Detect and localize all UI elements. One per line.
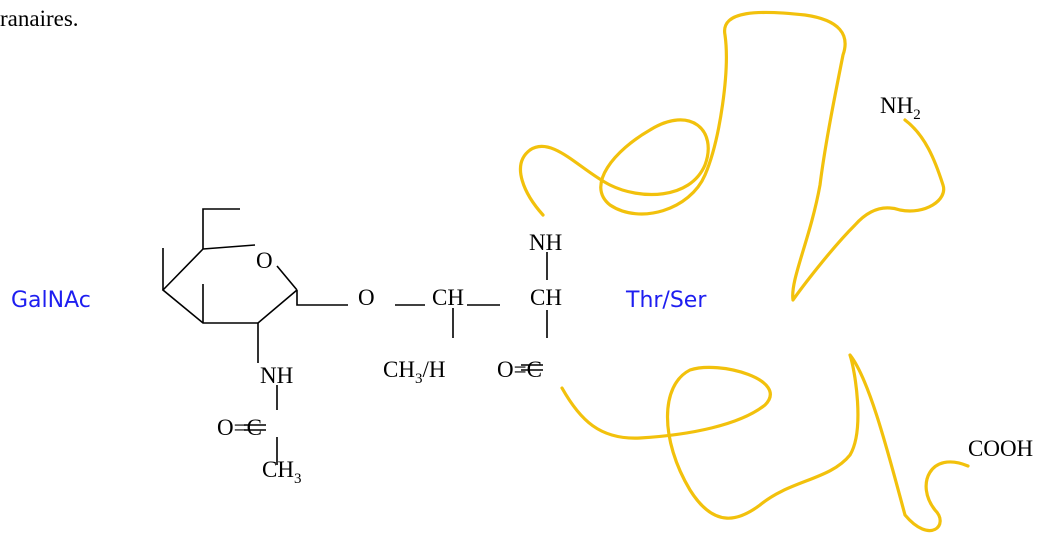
- n-terminus-atom: NH2: [880, 93, 921, 123]
- ring-oxygen-atom: O: [256, 248, 273, 273]
- caption-fragment: ranaires.: [0, 6, 79, 31]
- thr-ser-label: Thr/Ser: [625, 288, 707, 313]
- acetyl-methyl-atom: CH3: [262, 457, 301, 487]
- ch-left-atom: CH: [432, 285, 464, 310]
- galnac-ring: [161, 208, 348, 465]
- acetyl-bonds: [244, 385, 278, 465]
- galnac-label: GalNAc: [11, 288, 91, 313]
- ch-right-atom: CH: [530, 285, 562, 310]
- peptide-chain-n-terminal: [518, 10, 946, 302]
- nh-backbone-atom: NH: [529, 230, 562, 255]
- acetyl-carbonyl-atom: O=C: [217, 415, 262, 440]
- peptide-chain-c-terminal: [560, 353, 970, 533]
- backbone-bonds: [395, 252, 548, 371]
- ring-bonds: [161, 244, 298, 324]
- c-terminus-atom: COOH: [968, 436, 1033, 461]
- carbonyl-atom: O=C: [497, 357, 542, 382]
- methyl-or-h-atom: CH3/H: [383, 357, 445, 387]
- glycosidic-oxygen-atom: O: [358, 285, 375, 310]
- amino-acid-backbone: [395, 252, 548, 371]
- substituent-bonds: [162, 208, 348, 363]
- nh-acetyl-atom: NH: [260, 363, 293, 388]
